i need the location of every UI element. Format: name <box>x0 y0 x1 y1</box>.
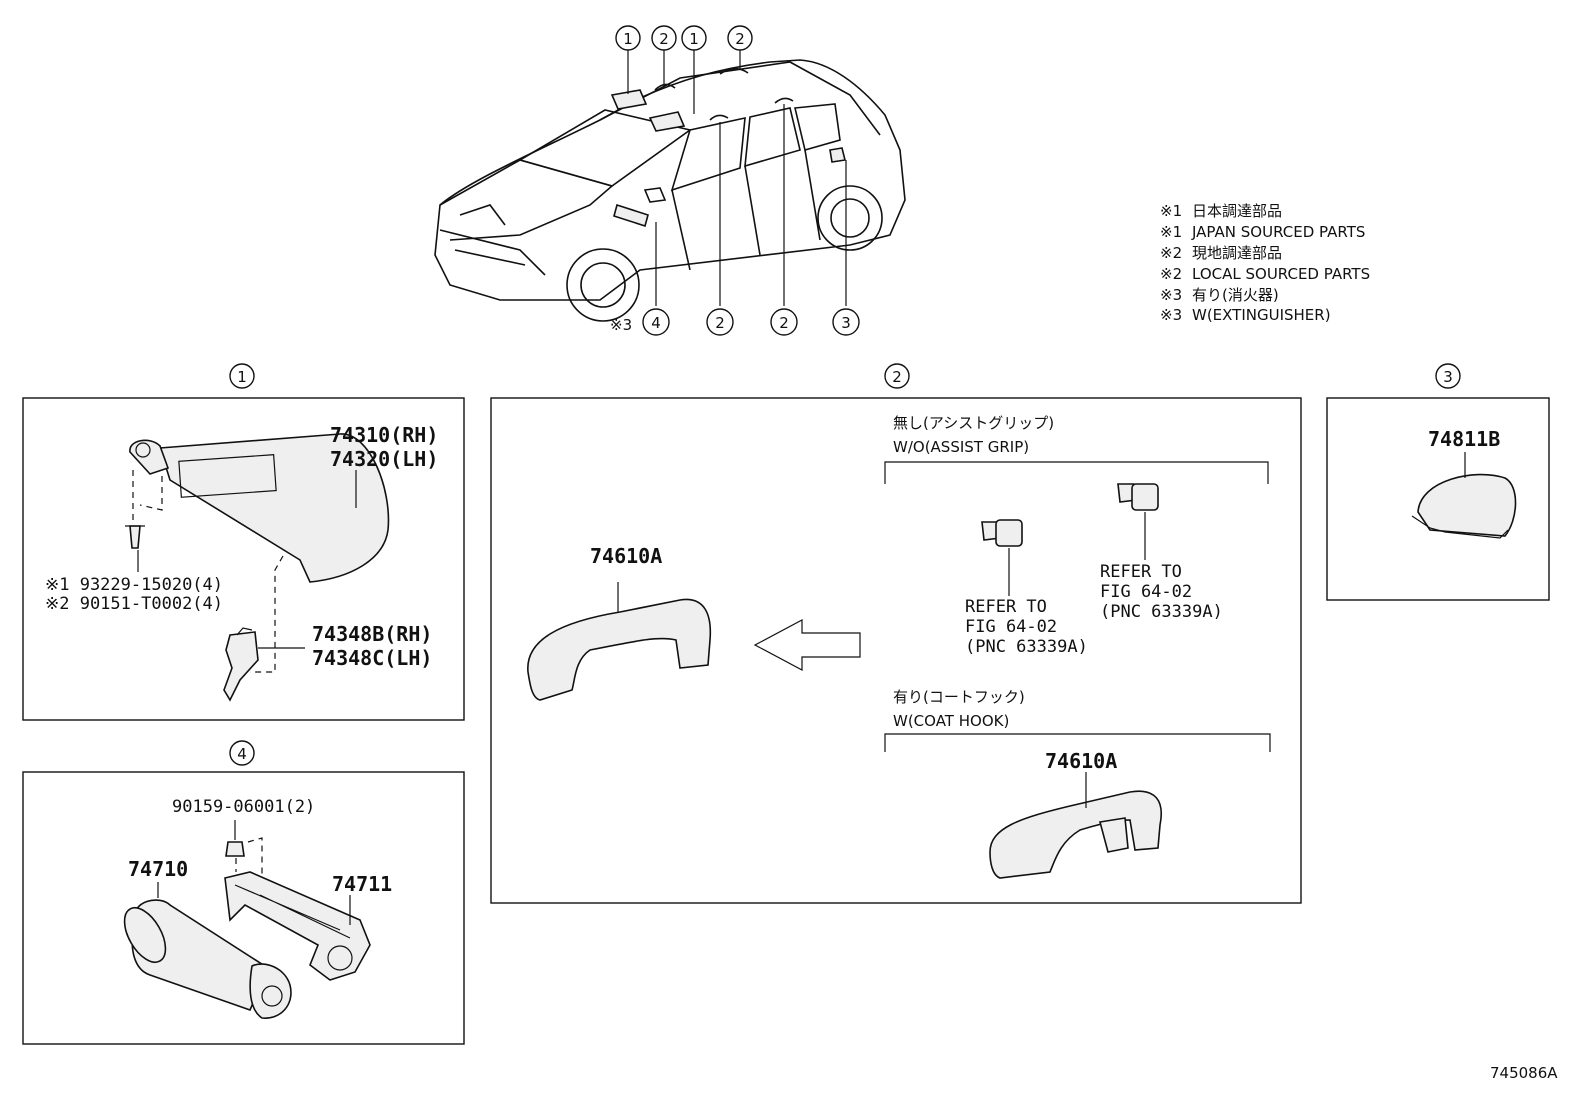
refer-a-3: (PNC 63339A) <box>965 637 1088 657</box>
section-2-callout: 2 <box>892 368 902 386</box>
part-74710: 74710 <box>128 857 188 881</box>
section-3-frame <box>1326 397 1550 601</box>
section-1: 1 74310(RH) 74320(LH) ※1 93229-15020(4) … <box>22 363 465 721</box>
legend-text-2: JAPAN SOURCED PARTS <box>1191 223 1365 241</box>
refer-a-1: REFER TO <box>965 597 1047 617</box>
legend-mark-2: ※1 <box>1160 223 1182 241</box>
section-2-frame <box>490 397 1302 904</box>
legend-mark-1: ※1 <box>1160 202 1182 220</box>
wo-label-en: W/O(ASSIST GRIP) <box>893 438 1029 456</box>
refer-a-2: FIG 64-02 <box>965 617 1057 637</box>
coat-hook-grip <box>989 790 1162 879</box>
legend-text-6: W(EXTINGUISHER) <box>1192 306 1331 324</box>
rear-cover <box>1417 473 1517 537</box>
callout-leaders <box>627 50 847 306</box>
callout-top-4-label: 2 <box>735 30 745 48</box>
part-74811B: 74811B <box>1428 427 1500 451</box>
part-74711: 74711 <box>332 872 392 896</box>
section-1-callout: 1 <box>237 368 247 386</box>
part-74610A-main: 74610A <box>590 544 662 568</box>
section-2: 2 74610A 無し(アシストグリップ) W/O(ASSIST GRIP) R… <box>490 363 1302 904</box>
legend-text-5: 有り(消火器) <box>1192 286 1279 304</box>
legend-mark-6: ※3 <box>1160 306 1182 324</box>
legend-mark-3: ※2 <box>1160 244 1182 262</box>
callout-bottom-4: 4 <box>642 308 670 336</box>
bolt-label: 90159-06001(2) <box>172 797 315 817</box>
svg-text:4: 4 <box>651 314 661 332</box>
legend-text-4: LOCAL SOURCED PARTS <box>1192 265 1370 283</box>
callout-top-1: 1 <box>615 25 641 51</box>
legend-text-1: 日本調達部品 <box>1192 202 1282 220</box>
legend-mark-4: ※2 <box>1160 265 1182 283</box>
callout-note-3: ※3 <box>610 316 632 334</box>
legend-text-3: 現地調達部品 <box>1192 244 1282 262</box>
callout-bottom-3: 3 <box>832 308 860 336</box>
callout-top-3-label: 1 <box>689 30 699 48</box>
svg-text:2: 2 <box>779 314 789 332</box>
section-4: 4 90159-06001(2) 74710 74711 <box>22 740 465 1045</box>
extinguisher-bracket <box>224 871 371 981</box>
car-overview <box>434 59 906 322</box>
wo-label-jp: 無し(アシストグリップ) <box>893 414 1054 432</box>
arrow-left-icon <box>753 619 861 671</box>
bottom-callouts: ※3 4 2 2 3 <box>610 308 860 336</box>
callout-top-3: 1 <box>681 25 707 51</box>
screw-line-2: ※2 90151-T0002(4) <box>45 594 223 614</box>
callout-top-4: 2 <box>727 25 753 51</box>
top-callouts: 1 2 1 2 <box>615 25 753 51</box>
screw-line-1: ※1 93229-15020(4) <box>45 575 223 595</box>
refer-b-2: FIG 64-02 <box>1100 582 1192 602</box>
w-label-jp: 有り(コートフック) <box>893 688 1025 706</box>
visor-holder <box>223 631 259 702</box>
section-4-frame <box>22 771 465 1045</box>
legend-mark-5: ※3 <box>1160 286 1182 304</box>
part-74348B: 74348B(RH) <box>312 622 432 646</box>
callout-bottom-2a: 2 <box>706 308 734 336</box>
assist-grip <box>527 598 712 701</box>
callout-top-1-label: 1 <box>623 30 633 48</box>
svg-text:3: 3 <box>841 314 851 332</box>
part-74348C: 74348C(LH) <box>312 646 432 670</box>
section-3: 3 74811B <box>1326 363 1550 601</box>
section-1-frame <box>22 397 465 721</box>
figure-id: 745086A <box>1490 1064 1558 1082</box>
part-74310: 74310(RH) <box>330 423 438 447</box>
legend: ※1 日本調達部品 ※1 JAPAN SOURCED PARTS ※2 現地調達… <box>1160 202 1370 324</box>
sun-visor <box>158 433 390 583</box>
callout-bottom-2b: 2 <box>770 308 798 336</box>
callout-top-2-label: 2 <box>659 30 669 48</box>
section-3-callout: 3 <box>1443 368 1453 386</box>
refer-b-1: REFER TO <box>1100 562 1182 582</box>
section-4-callout: 4 <box>237 745 247 763</box>
w-label-en: W(COAT HOOK) <box>893 712 1009 730</box>
refer-b-3: (PNC 63339A) <box>1100 602 1223 622</box>
part-74610A-hook: 74610A <box>1045 749 1117 773</box>
callout-top-2: 2 <box>651 25 677 51</box>
svg-text:2: 2 <box>715 314 725 332</box>
part-74320: 74320(LH) <box>330 447 438 471</box>
